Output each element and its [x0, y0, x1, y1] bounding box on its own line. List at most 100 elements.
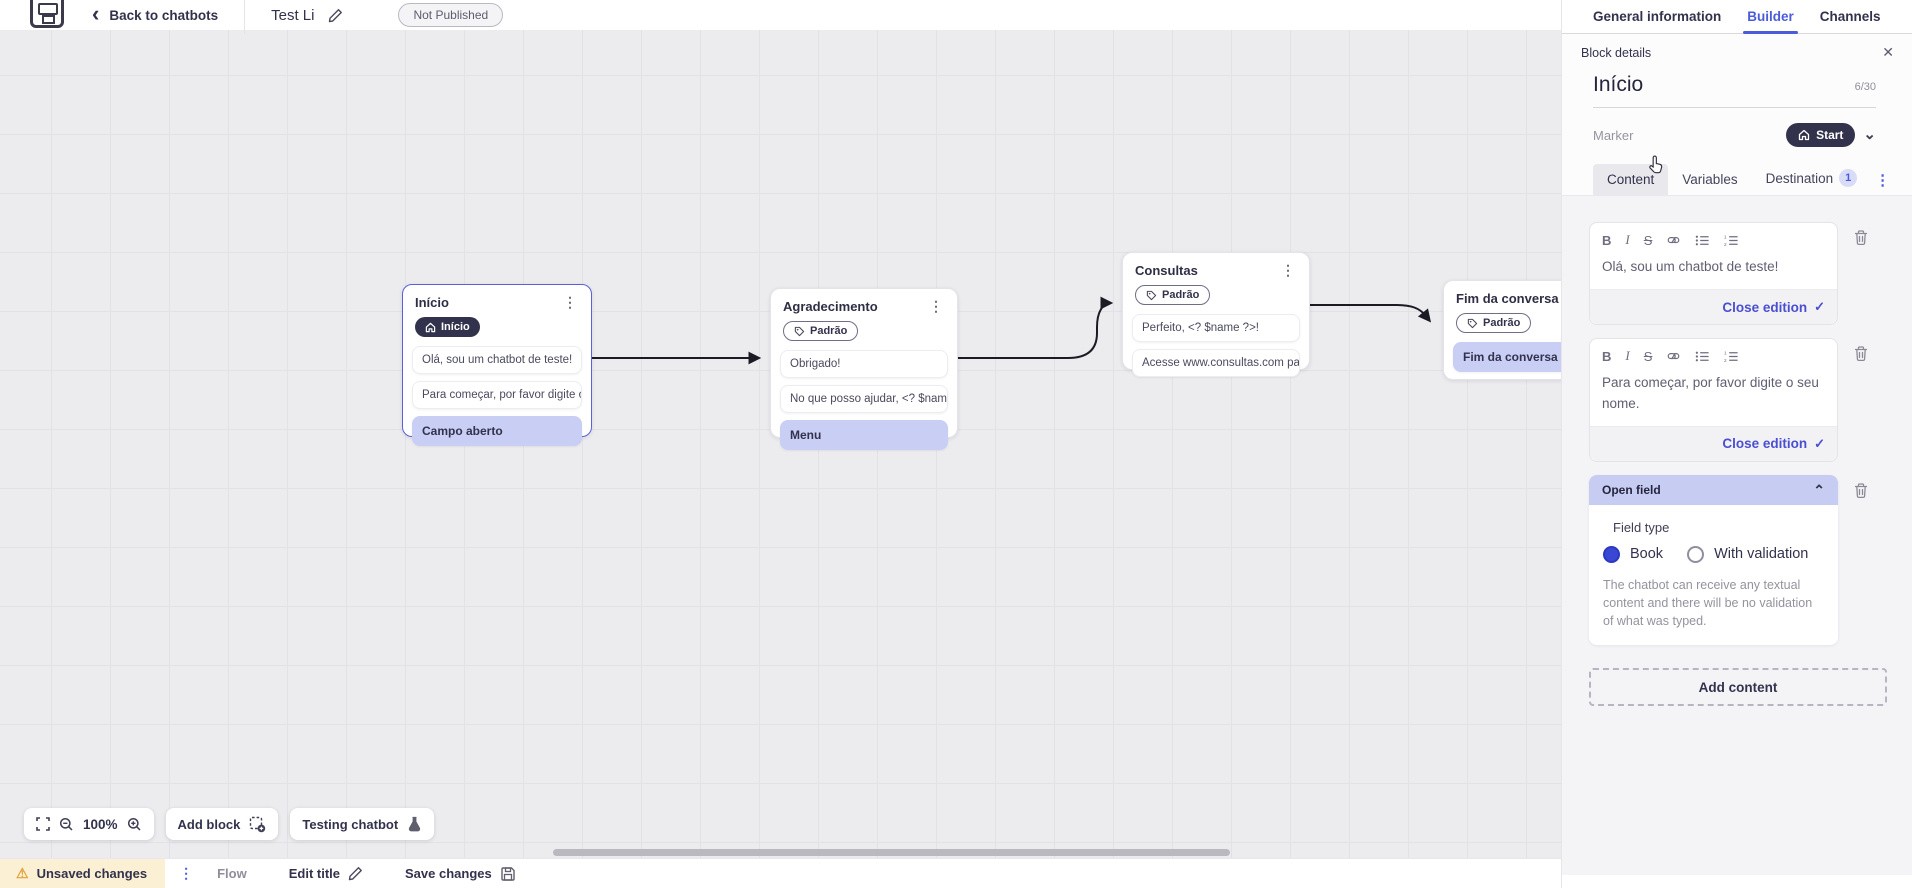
- italic-icon[interactable]: I: [1625, 232, 1630, 247]
- block-field-item[interactable]: Menu: [780, 420, 948, 450]
- home-icon: [1798, 129, 1810, 141]
- marker-label: Marker: [1593, 127, 1634, 143]
- bold-icon[interactable]: B: [1602, 232, 1612, 248]
- close-icon[interactable]: ✕: [1882, 44, 1894, 60]
- edit-title-pencil-icon[interactable]: [328, 8, 343, 23]
- delete-content-icon[interactable]: [1853, 482, 1869, 499]
- panel-title: Block details: [1581, 45, 1652, 60]
- tabs-menu-icon[interactable]: ⋮: [1875, 172, 1891, 189]
- flow-block-consultas[interactable]: Consultas ⋮ Padrão Perfeito, <? $name ?>…: [1122, 252, 1310, 377]
- tag-icon: [794, 326, 805, 336]
- flow-block-agradecimento[interactable]: Agradecimento ⋮ Padrão Obrigado! No que …: [770, 288, 958, 450]
- flow-label[interactable]: Flow: [217, 866, 247, 881]
- check-icon: ✓: [1814, 435, 1825, 451]
- block-field-item[interactable]: Campo aberto: [412, 416, 582, 446]
- strikethrough-icon[interactable]: S: [1643, 348, 1653, 364]
- svg-text:2: 2: [1724, 358, 1727, 363]
- chatbot-title[interactable]: Test Li: [271, 6, 315, 24]
- block-message-item[interactable]: Para começar, por favor digite o ...: [412, 381, 582, 409]
- badge-label: Padrão: [1162, 289, 1200, 301]
- edit-title-button[interactable]: Edit title: [289, 866, 363, 881]
- edge-consultas-fim: [1310, 304, 1432, 323]
- strikethrough-icon[interactable]: S: [1643, 232, 1653, 248]
- block-field-item[interactable]: Fim da conversa: [1453, 342, 1561, 372]
- flow-block-inicio[interactable]: Início ⋮ Início Olá, sou um chatbot de t…: [402, 284, 592, 446]
- tab-destination[interactable]: Destination 1: [1752, 161, 1872, 195]
- tab-general-information[interactable]: General information: [1593, 9, 1722, 24]
- horizontal-scrollbar[interactable]: [553, 849, 1230, 856]
- zoom-level: 100%: [83, 816, 118, 832]
- tab-builder[interactable]: Builder: [1743, 0, 1798, 34]
- back-to-chatbots-button[interactable]: ‹ Back to chatbots: [92, 2, 219, 25]
- open-field-title: Open field: [1602, 482, 1661, 497]
- italic-icon[interactable]: I: [1625, 348, 1630, 364]
- destination-count-badge: 1: [1839, 169, 1858, 187]
- link-icon[interactable]: [1666, 349, 1681, 363]
- add-block-label: Add block: [177, 816, 241, 832]
- block-title: Início: [415, 295, 449, 310]
- block-message-item[interactable]: Olá, sou um chatbot de teste!: [412, 346, 582, 374]
- testing-chatbot-button[interactable]: Testing chatbot: [290, 808, 435, 840]
- bottom-status-bar: ⚠ Unsaved changes ⋮ Flow Edit title Save…: [0, 858, 1561, 888]
- testing-chatbot-label: Testing chatbot: [302, 816, 399, 832]
- tag-icon: [1146, 290, 1157, 300]
- zoom-out-icon[interactable]: [59, 817, 74, 832]
- flow-canvas[interactable]: Início ⋮ Início Olá, sou um chatbot de t…: [0, 30, 1561, 858]
- save-changes-button[interactable]: Save changes: [405, 866, 516, 882]
- tab-variables[interactable]: Variables: [1668, 164, 1751, 195]
- bullet-list-icon[interactable]: [1695, 234, 1710, 247]
- block-menu-icon[interactable]: ⋮: [1281, 262, 1295, 278]
- block-name-input[interactable]: Início: [1593, 73, 1644, 96]
- marker-value: Start: [1816, 128, 1844, 142]
- bullet-list-icon[interactable]: [1695, 350, 1710, 363]
- delete-content-icon[interactable]: [1853, 229, 1869, 246]
- marker-start-pill[interactable]: Start: [1786, 123, 1856, 147]
- tab-channels[interactable]: Channels: [1819, 9, 1881, 24]
- flow-block-fim-da-conversa[interactable]: Fim da conversa Padrão Fim da conversa: [1443, 280, 1561, 380]
- chevron-down-icon[interactable]: ⌄: [1863, 126, 1876, 144]
- message-text[interactable]: Olá, sou um chatbot de teste!: [1602, 259, 1779, 274]
- panel-header: Block details ✕: [1562, 34, 1912, 67]
- block-message-item[interactable]: Obrigado!: [780, 350, 948, 378]
- block-message-item[interactable]: No que posso ajudar, <? $name ...: [780, 385, 948, 413]
- radio-book[interactable]: Book: [1603, 545, 1664, 563]
- bold-icon[interactable]: B: [1602, 348, 1612, 364]
- app-logo: [30, 0, 64, 28]
- svg-text:1: 1: [1724, 350, 1727, 355]
- builder-nav-tabs: General information Builder Channels: [1562, 0, 1912, 34]
- delete-content-icon[interactable]: [1853, 345, 1869, 362]
- save-changes-label: Save changes: [405, 866, 492, 881]
- open-field-header[interactable]: Open field ⌃: [1589, 474, 1838, 505]
- fullscreen-icon[interactable]: [36, 817, 50, 831]
- check-icon: ✓: [1814, 299, 1825, 315]
- home-icon: [425, 322, 436, 332]
- message-text[interactable]: Para começar, por favor digite o seu nom…: [1602, 375, 1819, 411]
- block-menu-icon[interactable]: ⋮: [563, 294, 577, 310]
- radio-with-validation[interactable]: With validation: [1687, 545, 1808, 563]
- block-details-panel: General information Builder Channels Blo…: [1561, 0, 1912, 888]
- add-block-button[interactable]: Add block: [165, 808, 279, 840]
- default-marker-badge: Padrão: [783, 321, 859, 341]
- close-edition-button[interactable]: Close edition ✓: [1590, 425, 1837, 461]
- block-message-item[interactable]: Perfeito, <? $name ?>!: [1132, 314, 1300, 342]
- pencil-icon: [348, 867, 362, 881]
- back-label: Back to chatbots: [109, 7, 219, 23]
- panel-bottom-strip: [1562, 875, 1912, 888]
- radio-unselected-icon: [1687, 545, 1705, 563]
- add-content-button[interactable]: Add content: [1589, 668, 1887, 707]
- add-block-icon: [249, 816, 266, 833]
- zoom-in-icon[interactable]: [127, 817, 142, 832]
- tab-content[interactable]: Content: [1593, 164, 1669, 195]
- field-type-label: Field type: [1613, 519, 1670, 535]
- statusbar-menu-icon[interactable]: ⋮: [179, 865, 194, 881]
- close-edition-label: Close edition: [1722, 436, 1808, 452]
- block-message-item[interactable]: Acesse www.consultas.com par...: [1132, 349, 1300, 377]
- link-icon[interactable]: [1666, 233, 1681, 247]
- close-edition-button[interactable]: Close edition ✓: [1590, 289, 1837, 325]
- block-menu-icon[interactable]: ⋮: [929, 298, 943, 314]
- radio-book-label: Book: [1630, 546, 1664, 563]
